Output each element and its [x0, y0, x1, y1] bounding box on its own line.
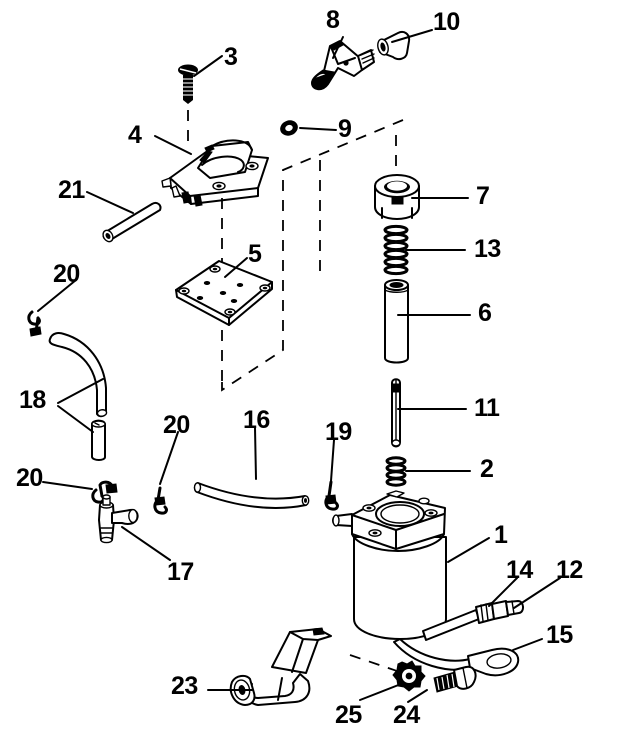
part-5-gasket-plate	[175, 260, 273, 326]
part-20b-hose-clamp	[153, 486, 168, 515]
part-19-hose-clamp-single	[324, 480, 339, 511]
callout-label-16: 16	[243, 406, 270, 434]
part-17-tee-fitting	[98, 494, 139, 544]
part-14-15-lead-wires	[393, 600, 524, 677]
part-11-plunger-rod	[391, 378, 401, 448]
callout-label-18: 18	[19, 386, 46, 414]
callout-label-20c: 20	[16, 464, 43, 492]
callout-label-20b: 20	[163, 411, 190, 439]
callout-label-23: 23	[171, 672, 198, 700]
part-7-bushing-nut	[374, 174, 420, 220]
part-10-connector-sleeve	[377, 31, 411, 61]
callout-label-4: 4	[128, 121, 142, 149]
callout-label-21: 21	[58, 176, 85, 204]
part-9-o-ring	[280, 120, 298, 136]
part-4-pump-cover-assembly	[161, 139, 269, 207]
part-3-screw-cover	[178, 64, 198, 150]
callout-label-24: 24	[393, 701, 420, 729]
callout-label-25: 25	[335, 701, 362, 729]
part-21-hose-straight-short	[102, 201, 162, 243]
part-13-spring-upper	[383, 224, 409, 276]
part-24-screw-bracket	[433, 665, 477, 693]
part-8-elbow-fitting	[311, 40, 375, 91]
assembly-dashed-lines	[221, 119, 404, 673]
callout-label-15: 15	[546, 621, 573, 649]
callout-label-17: 17	[167, 558, 194, 586]
callout-label-8: 8	[326, 6, 340, 34]
callout-label-5: 5	[248, 240, 262, 268]
part-1-fuel-pump-body	[332, 490, 447, 640]
callout-label-6: 6	[478, 299, 492, 327]
part-20a-hose-clamp	[27, 310, 42, 337]
callout-label-7: 7	[476, 182, 490, 210]
callout-label-13: 13	[474, 235, 501, 263]
callout-label-2: 2	[480, 455, 494, 483]
callout-label-14: 14	[506, 556, 533, 584]
callout-label-19: 19	[325, 418, 352, 446]
part-25-lock-washer-star	[392, 660, 426, 692]
part-16-hose-curved	[193, 482, 310, 509]
callout-label-3: 3	[224, 43, 238, 71]
callout-label-12: 12	[556, 556, 583, 584]
part-23-mounting-bracket	[229, 627, 332, 706]
callout-leader-lines	[37, 29, 561, 703]
callout-label-9: 9	[338, 115, 352, 143]
part-18-hose-pair	[48, 332, 108, 461]
callout-label-20a: 20	[53, 260, 80, 288]
callout-label-11: 11	[474, 394, 500, 422]
part-6-filter-sleeve	[384, 279, 409, 364]
callout-label-10: 10	[433, 8, 460, 36]
part-2-spring-small-lower	[385, 456, 407, 487]
callout-label-1: 1	[494, 521, 508, 549]
